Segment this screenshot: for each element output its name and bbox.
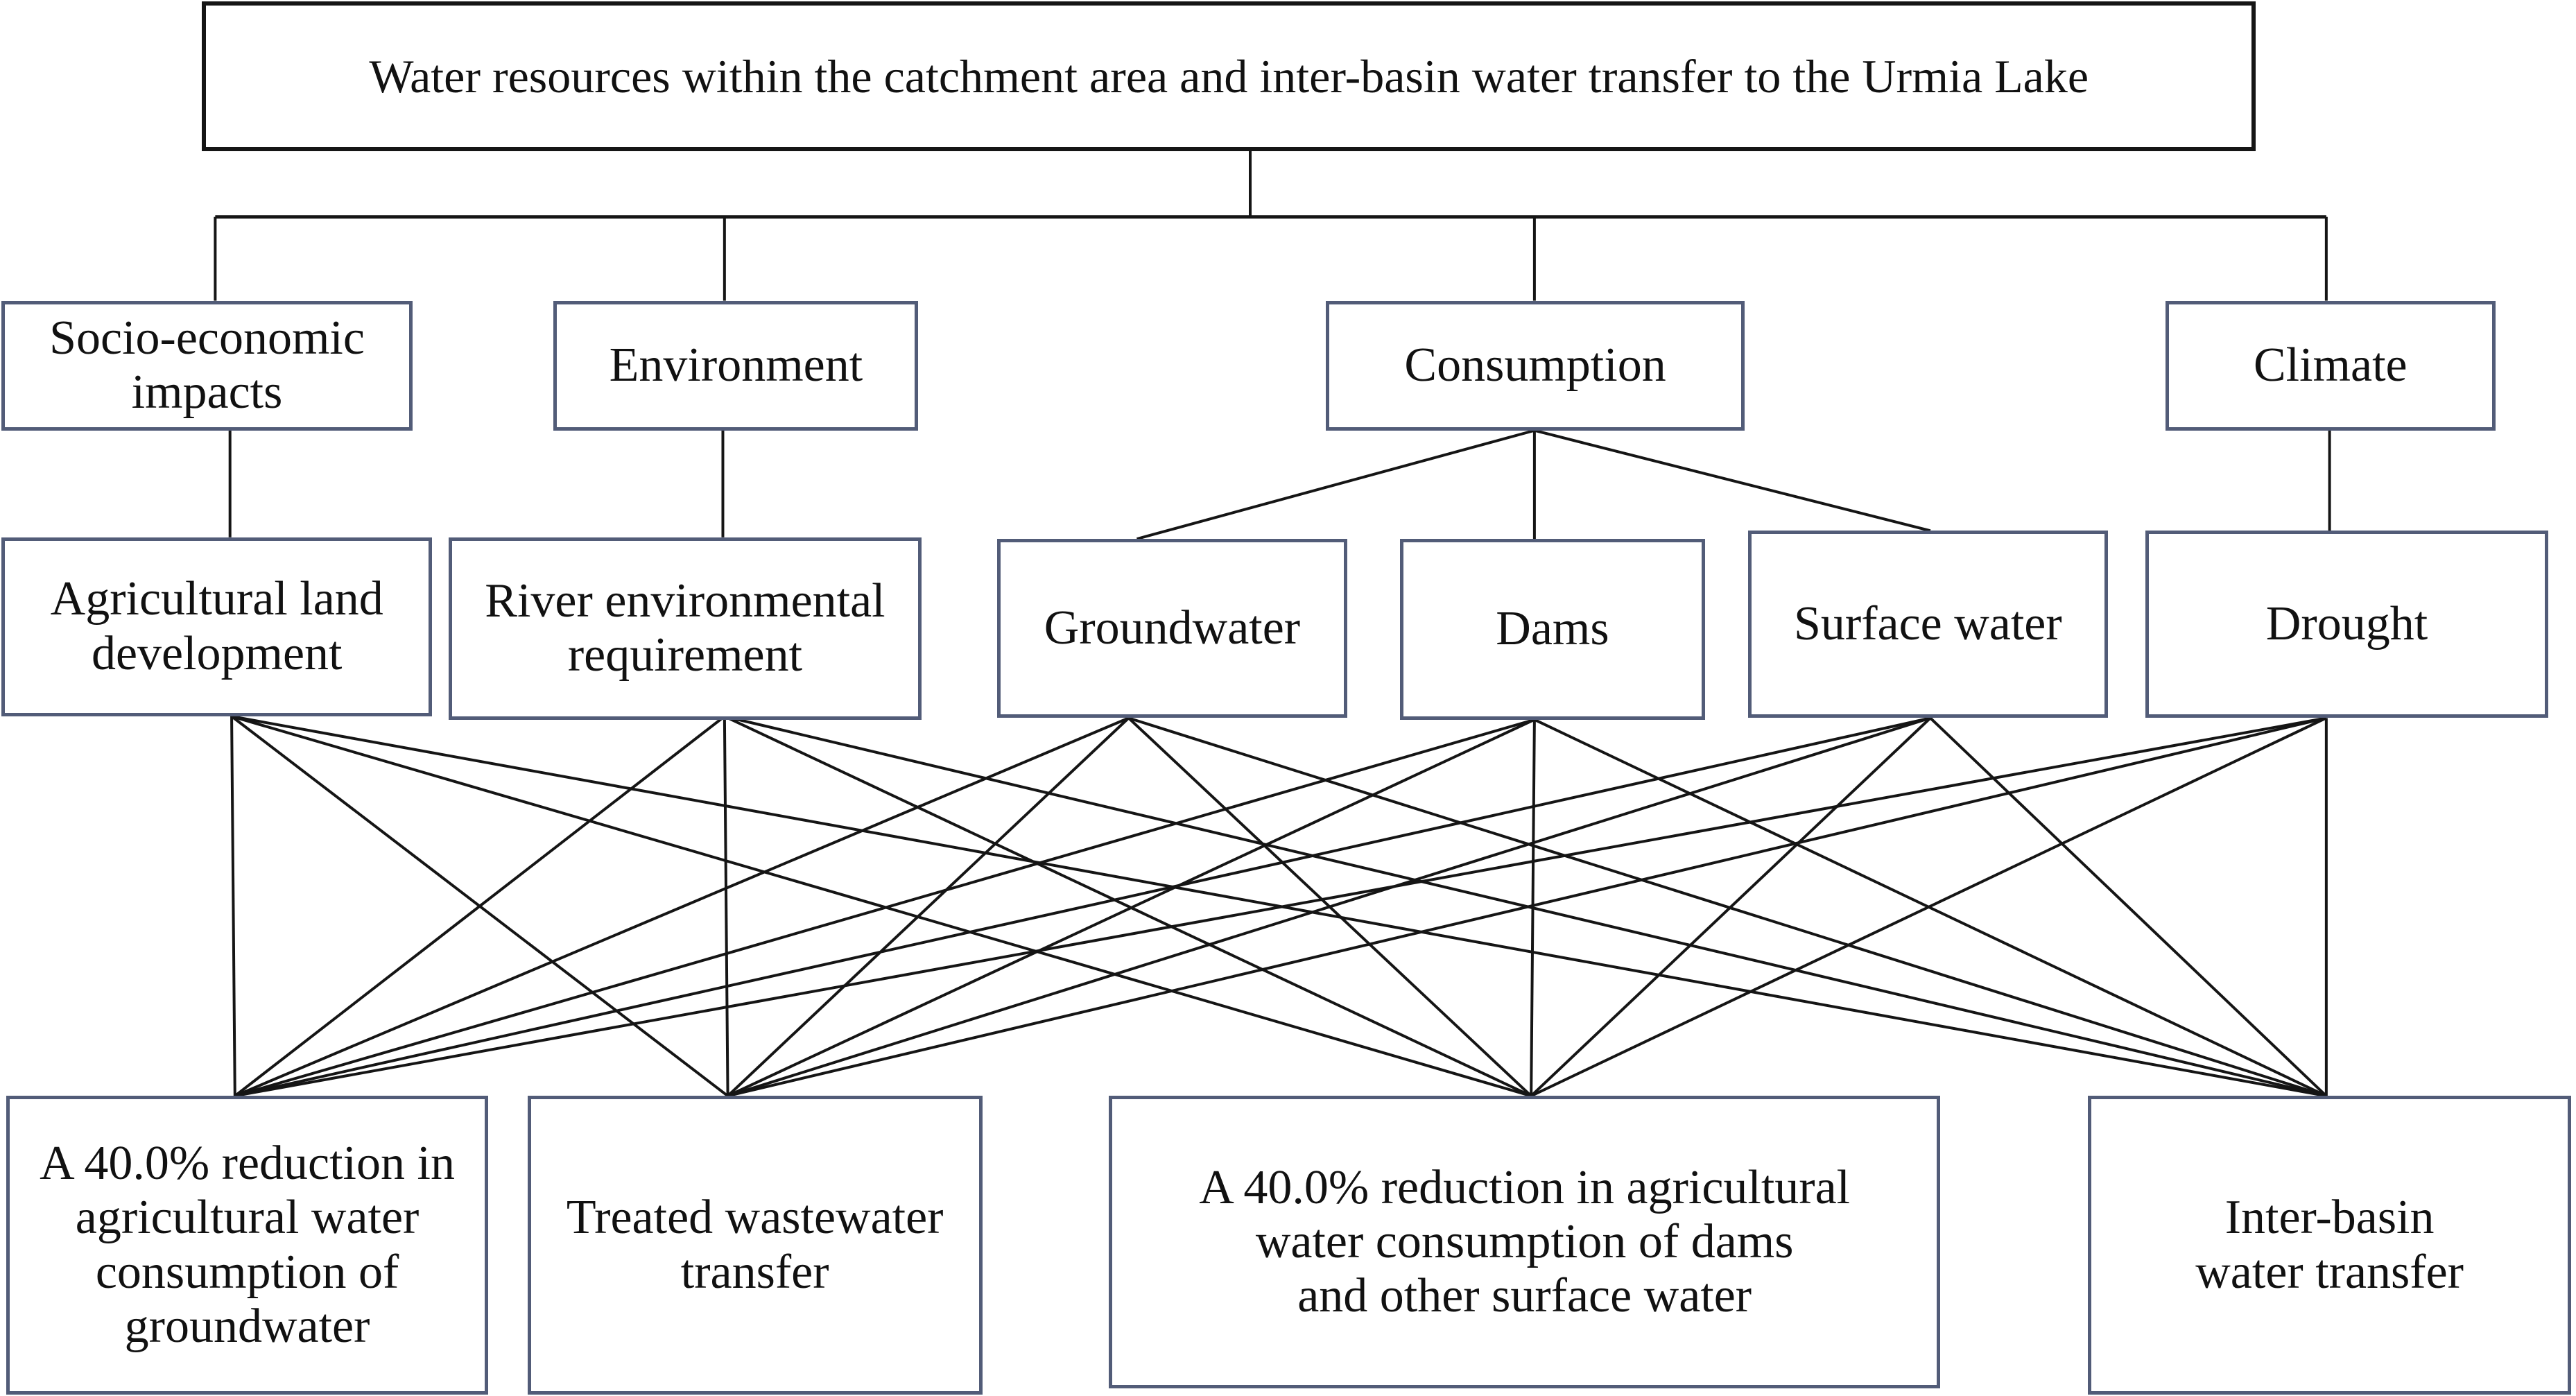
criterion-label: Environment: [609, 338, 863, 392]
criterion-label: Consumption: [1404, 338, 1666, 392]
connector-dams-alt3: [1530, 719, 1536, 1096]
subcriterion-label: Agricultural land development: [50, 572, 383, 680]
connector-dams-alt2: [727, 718, 1535, 1098]
criterion-environment: Environment: [553, 300, 919, 431]
connector-dams-alt4: [1534, 718, 2327, 1098]
connector-agri-alt3: [231, 715, 1532, 1098]
subcriterion-groundwater: Groundwater: [997, 539, 1347, 718]
subcriterion-label: Surface water: [1793, 597, 2062, 651]
connector-river-alt2: [723, 716, 729, 1096]
connector-consumption-surface: [1534, 429, 1931, 533]
subcriterion-agricultural-land-development: Agricultural land development: [1, 537, 433, 716]
alternative-label: Inter-basin water transfer: [2195, 1191, 2464, 1299]
criterion-consumption: Consumption: [1325, 300, 1745, 431]
connector-drought-alt1: [234, 716, 2327, 1098]
alternative-groundwater-reduction: A 40.0% reduction in agricultural water …: [6, 1096, 488, 1395]
connector-surface-alt2: [727, 716, 1931, 1098]
subcriterion-label: Drought: [2265, 597, 2428, 651]
criterion-label: Socio-economic impacts: [49, 311, 365, 420]
connector-river-alt3: [723, 715, 1532, 1098]
subcriterion-label: Groundwater: [1044, 601, 1301, 655]
connector-agri-alt1: [230, 716, 236, 1096]
connector-surface-alt3: [1530, 716, 1932, 1097]
subcriterion-label: Dams: [1496, 602, 1609, 656]
subcriterion-surface-water: Surface water: [1747, 531, 2108, 718]
alternative-treated-wastewater-transfer: Treated wastewater transfer: [527, 1096, 983, 1395]
alternative-dams-surface-water-reduction: A 40.0% reduction in agricultural water …: [1109, 1096, 1941, 1388]
subcriterion-dams: Dams: [1399, 539, 1706, 720]
subcriterion-drought: Drought: [2145, 531, 2548, 718]
criterion-label: Climate: [2253, 338, 2408, 392]
subcriterion-river-environmental-requirement: River environmental requirement: [448, 537, 922, 720]
connector-surface-alt4: [1929, 716, 2328, 1097]
connector-dams-alt1: [234, 718, 1535, 1098]
goal-box: Water resources within the catchment are…: [202, 1, 2256, 151]
alternative-label: Treated wastewater transfer: [566, 1191, 944, 1299]
subcriterion-label: River environmental requirement: [485, 574, 885, 682]
goal-label: Water resources within the catchment are…: [369, 50, 2089, 103]
connector-drought-alt2: [727, 716, 2327, 1098]
connector-surface-alt1: [234, 716, 1931, 1098]
alternative-inter-basin-water-transfer: Inter-basin water transfer: [2088, 1096, 2571, 1395]
connector-groundwater-alt2: [727, 716, 1130, 1097]
criterion-climate: Climate: [2165, 300, 2496, 431]
alternative-label: A 40.0% reduction in agricultural water …: [1199, 1160, 1851, 1323]
connector-groundwater-alt1: [234, 716, 1130, 1098]
connector-river-alt1: [234, 715, 726, 1097]
alternative-label: A 40.0% reduction in agricultural water …: [40, 1137, 455, 1354]
criterion-socio-economic-impacts: Socio-economic impacts: [1, 300, 413, 431]
connector-consumption-groundwater: [1136, 429, 1535, 541]
connector-drought-alt3: [1530, 716, 2327, 1098]
connector-groundwater-alt4: [1128, 716, 2327, 1098]
